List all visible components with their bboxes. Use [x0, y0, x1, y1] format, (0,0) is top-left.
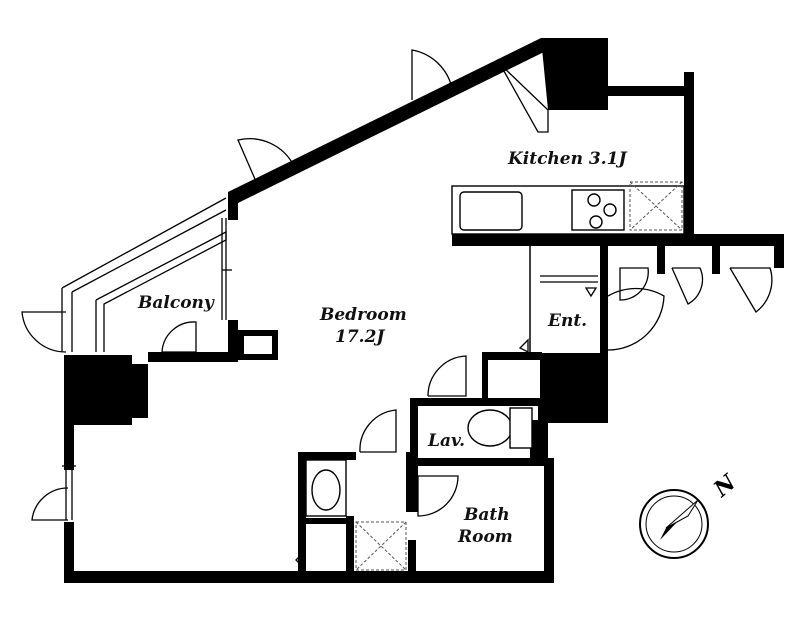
left-window — [62, 440, 76, 520]
room-labels: Kitchen 3.1J Bedroom 17.2J Balcony Ent. … — [137, 149, 627, 547]
entrance-label: Ent. — [547, 311, 587, 331]
room-label-bath: Room — [457, 527, 513, 547]
north-label: N — [708, 469, 742, 503]
washing-machine-space — [355, 521, 407, 571]
toilet — [467, 407, 533, 449]
bath-label: Bath — [463, 505, 510, 525]
lavatory-label: Lav. — [427, 431, 465, 451]
exterior-walls — [64, 38, 784, 583]
kitchen-label: Kitchen 3.1J — [507, 149, 627, 169]
balcony-label: Balcony — [137, 293, 215, 313]
wash-basin — [305, 459, 347, 517]
balcony-railing — [61, 197, 232, 352]
bedroom-label: Bedroom — [319, 305, 407, 325]
compass-icon: N — [639, 469, 742, 559]
kitchen-counter — [451, 181, 685, 235]
doors — [21, 49, 773, 570]
bedroom-size-label: 17.2J — [335, 327, 385, 347]
